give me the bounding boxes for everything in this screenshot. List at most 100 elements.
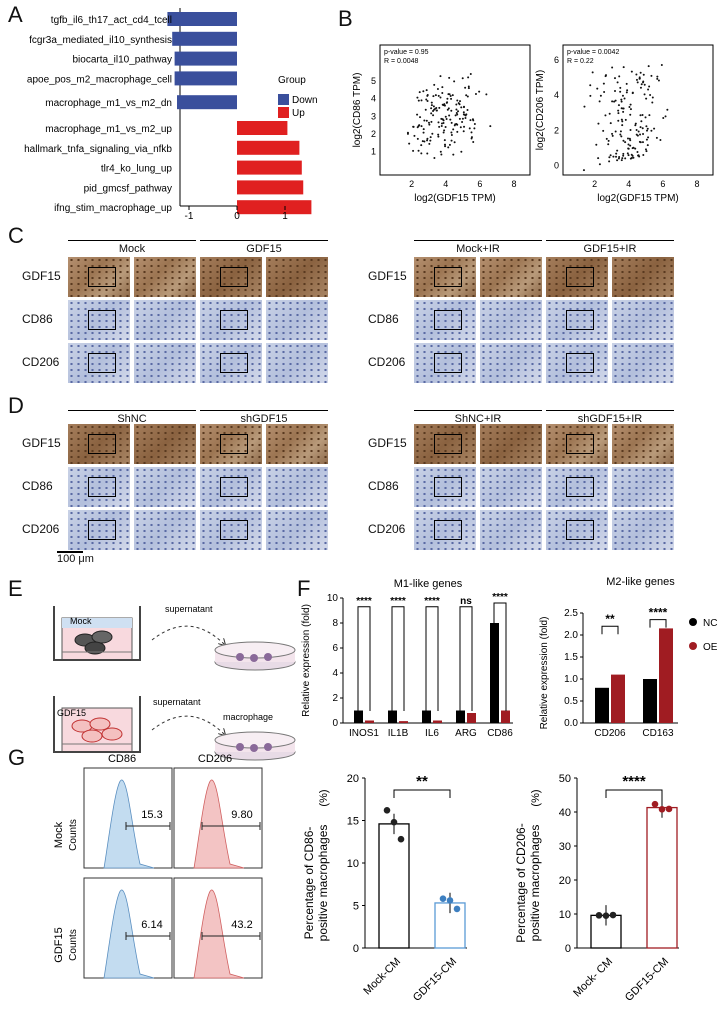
scatter-cd206-point (622, 152, 625, 155)
scatter-cd206-ytick-3: 6 (554, 55, 559, 65)
scatter-cd86-point (431, 132, 434, 135)
f-legend-dot-oe (689, 642, 697, 650)
scatter-cd86-point (426, 94, 429, 97)
d-shnc-ir-row2-overview (414, 510, 476, 550)
scatter-cd206-point (582, 169, 585, 172)
scatter-cd86-point (466, 109, 469, 112)
category-label-1: fcgr3a_mediated_il10_synthesis (29, 35, 172, 46)
g-cd206-xlabel-0: Mock- CM (571, 956, 615, 1000)
scatter-cd206-point (648, 114, 651, 117)
f-left-sig-2: **** (424, 596, 440, 607)
scatter-cd86-point (436, 88, 439, 91)
scatter-cd206-point (616, 81, 619, 84)
d-shnc-row1-overview (68, 467, 130, 507)
scatter-cd206-point (664, 115, 667, 118)
d-shgdf15-ir-row0-zoom (612, 424, 674, 464)
scatter-cd206-point (617, 157, 620, 160)
g-cd206-point-1-0 (651, 800, 659, 808)
scatter-cd206-point (637, 130, 640, 133)
c-gdf15-ir-row0-zoom (612, 257, 674, 297)
scatter-cd86-point (422, 128, 425, 131)
scatter-cd206-point (631, 147, 634, 150)
scatter-cd206-point (629, 129, 632, 132)
d-shgdf15-ir-row1-zoom (612, 467, 674, 507)
scatter-cd206-point (626, 137, 629, 140)
c-gdf15-ir-row1-zoom (612, 300, 674, 340)
scatter-cd206-point (647, 88, 650, 91)
c-mock-row2-overview (68, 343, 130, 383)
scatter-cd86-point (423, 119, 426, 122)
scatter-cd206-point (629, 144, 632, 147)
scatter-cd206-point (628, 137, 631, 140)
g-cd206-yunit: (%) (530, 789, 542, 806)
panel-label-e: E (8, 576, 23, 601)
scatter-cd86-point (426, 152, 429, 155)
scatter-cd86-point (450, 109, 453, 112)
scatter-cd206-point (622, 139, 625, 142)
scatter-cd86-point (452, 153, 455, 156)
scatter-cd206-xtick-2: 6 (660, 179, 665, 189)
scatter-cd86-point (430, 112, 433, 115)
scatter-cd86-point (441, 103, 444, 106)
g-cd206-ytick-label-3: 30 (559, 841, 571, 853)
scatter-cd86-point (435, 109, 438, 112)
g-cd86-point-1-0 (439, 895, 447, 902)
d-shnc-row2-inset-box (88, 520, 116, 540)
scatter-cd86-point (426, 137, 429, 140)
nes-bar-0 (167, 12, 237, 26)
f-left-xlabel-0: INOS1 (349, 728, 379, 739)
scatter-cd86-point (444, 115, 447, 118)
d-shnc-ir-row1-overview (414, 467, 476, 507)
panel-d-right-label-row-2: CD206 (368, 522, 406, 536)
f-left-xlabel-2: IL6 (425, 728, 439, 739)
scatter-cd206-ytick-1: 2 (554, 125, 559, 135)
c-mock-ir-row2-zoom (480, 343, 542, 383)
c-mock-row0-zoom (134, 257, 196, 297)
scatter-cd206-point (612, 155, 615, 158)
scatter-cd206-xtick-0: 2 (592, 179, 597, 189)
f-legend-label-oe: OE (703, 642, 718, 653)
scatter-cd206-point (620, 98, 623, 101)
scatter-cd86-point (458, 103, 461, 106)
scatter-cd206-point (630, 157, 633, 160)
scatter-cd86-pvalue: p-value = 0.95 (384, 49, 429, 56)
experiment-schematic: Mock supernatant GDF15 supernatant macro… (53, 604, 296, 761)
category-label-4: macrophage_m1_vs_m2_dn (45, 98, 172, 109)
scatter-cd86-point (470, 131, 473, 134)
c-gdf15-row0-inset-box (220, 267, 248, 287)
f-right-title: M2-like genes (606, 576, 675, 588)
panel-c-left-head-col-0: Mock (68, 240, 196, 255)
scatter-cd86-point (417, 149, 420, 152)
scatter-cd206-point (639, 133, 642, 136)
scatter-cd206-point (639, 126, 642, 129)
scatter-cd206-point (625, 82, 628, 85)
scatter-cd86-ytick-3: 4 (371, 94, 376, 104)
scatter-cd206-point (632, 156, 635, 159)
g-flow-mock-cd86-histogram (103, 779, 155, 869)
f-left-sig-bracket-1 (391, 606, 405, 711)
scatter-cd206-point (611, 66, 614, 69)
scatter-cd86-point (453, 124, 456, 127)
scatter-cd86-point (437, 135, 440, 138)
scatter-cd86-point (458, 117, 461, 120)
scatter-cd86-point (450, 97, 453, 100)
scatter-cd86-point (422, 131, 425, 134)
nes-bar-1 (172, 31, 237, 46)
c-gdf15-row2-inset-box (220, 353, 248, 373)
scatter-cd86-point (464, 117, 467, 120)
legend-label-up: Up (292, 108, 305, 119)
scatter-cd206-point (648, 85, 651, 88)
g-cd86-point-1-1 (446, 897, 454, 904)
scatter-cd206-point (603, 91, 606, 94)
scatter-cd86-r: R = 0.0048 (384, 58, 419, 65)
scatter-cd86-point (450, 121, 453, 124)
legend-title: Group (278, 75, 306, 86)
scatter-cd86-point (469, 119, 472, 122)
scatter-cd206-point (635, 133, 638, 136)
scatter-cd86-point (472, 140, 475, 143)
c-mock-ir-row0-overview (414, 257, 476, 297)
scatter-cd86-point (450, 134, 453, 137)
panel-c-right-label-row-2: CD206 (368, 355, 406, 369)
scatter-cd86-ytick-2: 3 (371, 111, 376, 121)
scatter-cd86-point (460, 106, 463, 109)
